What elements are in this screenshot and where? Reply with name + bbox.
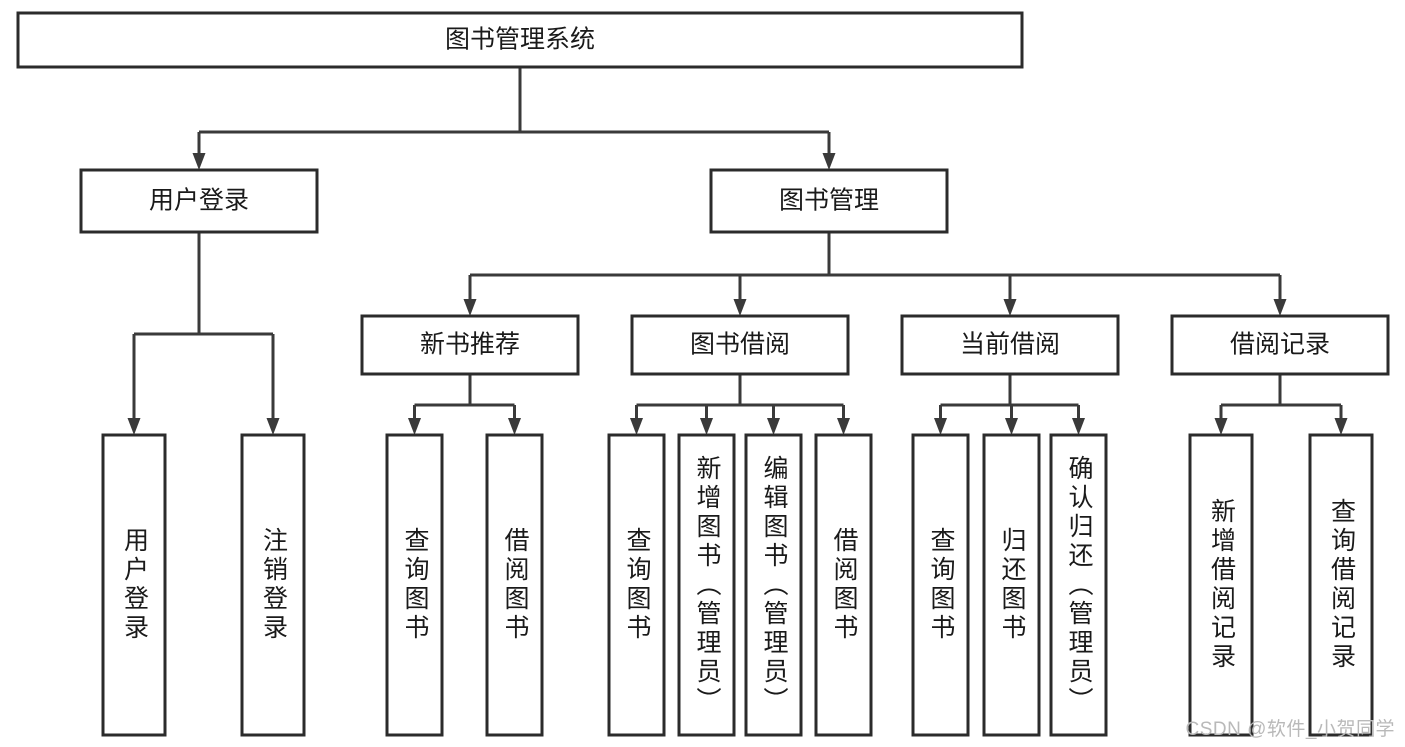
arrow-head-icon xyxy=(127,418,141,435)
arrow-head-icon xyxy=(934,418,947,435)
arrow-head-icon xyxy=(822,153,836,170)
arrow-head-icon xyxy=(266,418,280,435)
node-box-leaf-query-book-2[interactable] xyxy=(607,433,666,737)
node-boxes-group xyxy=(16,11,1390,737)
arrow-head-icon xyxy=(463,299,477,316)
connector-lines-group xyxy=(127,67,1348,435)
node-box-leaf-borrow-book-2[interactable] xyxy=(814,433,873,737)
node-box-login[interactable] xyxy=(79,168,319,234)
node-box-leaf-add-record[interactable] xyxy=(1188,433,1254,737)
node-box-leaf-edit-book[interactable] xyxy=(744,433,803,737)
arrow-head-icon xyxy=(630,418,643,435)
node-box-leaf-return-book[interactable] xyxy=(982,433,1041,737)
node-box-leaf-query-book-1[interactable] xyxy=(385,433,444,737)
node-box-root[interactable] xyxy=(16,11,1024,69)
node-label-login: 用户登录 xyxy=(149,187,249,215)
node-box-leaf-query-book-3[interactable] xyxy=(911,433,970,737)
node-label-records: 借阅记录 xyxy=(1230,331,1330,359)
arrow-head-icon xyxy=(767,418,780,435)
arrow-head-icon xyxy=(1003,299,1017,316)
arrow-head-icon xyxy=(1334,418,1348,435)
arrow-head-icon xyxy=(733,299,747,316)
arrow-head-icon xyxy=(408,418,421,435)
node-label-current: 当前借阅 xyxy=(960,331,1060,359)
node-label-root: 图书管理系统 xyxy=(445,26,595,54)
node-box-records[interactable] xyxy=(1170,314,1390,376)
node-box-leaf-logout[interactable] xyxy=(240,433,306,737)
node-label-newbook: 新书推荐 xyxy=(420,331,520,359)
node-box-leaf-query-record[interactable] xyxy=(1308,433,1374,737)
arrow-head-icon xyxy=(1072,418,1085,435)
arrow-head-icon xyxy=(508,418,521,435)
node-box-bookmgmt[interactable] xyxy=(709,168,949,234)
node-box-borrow[interactable] xyxy=(630,314,850,376)
node-box-leaf-borrow-book-1[interactable] xyxy=(485,433,544,737)
arrow-head-icon xyxy=(1214,418,1228,435)
node-box-leaf-user-login[interactable] xyxy=(101,433,167,737)
node-box-leaf-confirm-return[interactable] xyxy=(1049,433,1108,737)
node-label-borrow: 图书借阅 xyxy=(690,331,790,359)
arrow-head-icon xyxy=(192,153,206,170)
node-box-newbook[interactable] xyxy=(360,314,580,376)
node-box-current[interactable] xyxy=(900,314,1120,376)
node-box-leaf-add-book[interactable] xyxy=(677,433,736,737)
arrow-head-icon xyxy=(1273,299,1287,316)
node-label-bookmgmt: 图书管理 xyxy=(779,187,879,215)
watermark-text: CSDN @软件_小贺同学 xyxy=(1185,719,1395,740)
arrow-head-icon xyxy=(1005,418,1018,435)
arrow-head-icon xyxy=(700,418,713,435)
arrow-head-icon xyxy=(837,418,850,435)
